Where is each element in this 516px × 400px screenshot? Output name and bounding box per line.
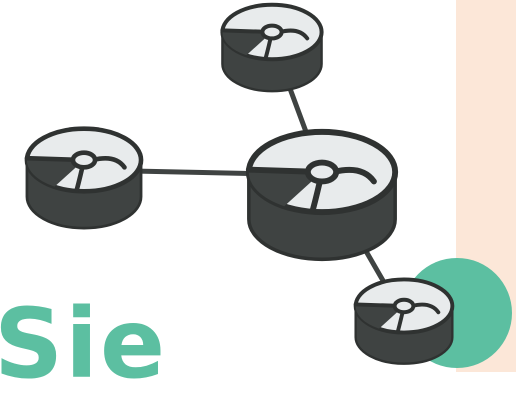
router-icon: [222, 5, 321, 91]
router-top: [222, 5, 321, 91]
router-icon: [27, 129, 141, 228]
router-bottom-right: [353, 277, 455, 366]
router-icon: [353, 277, 455, 366]
router-left: [27, 129, 141, 228]
router-center: [249, 132, 395, 259]
router-icon: [249, 132, 395, 259]
network-diagram: [0, 0, 455, 366]
heading-text: Sie: [0, 288, 168, 400]
